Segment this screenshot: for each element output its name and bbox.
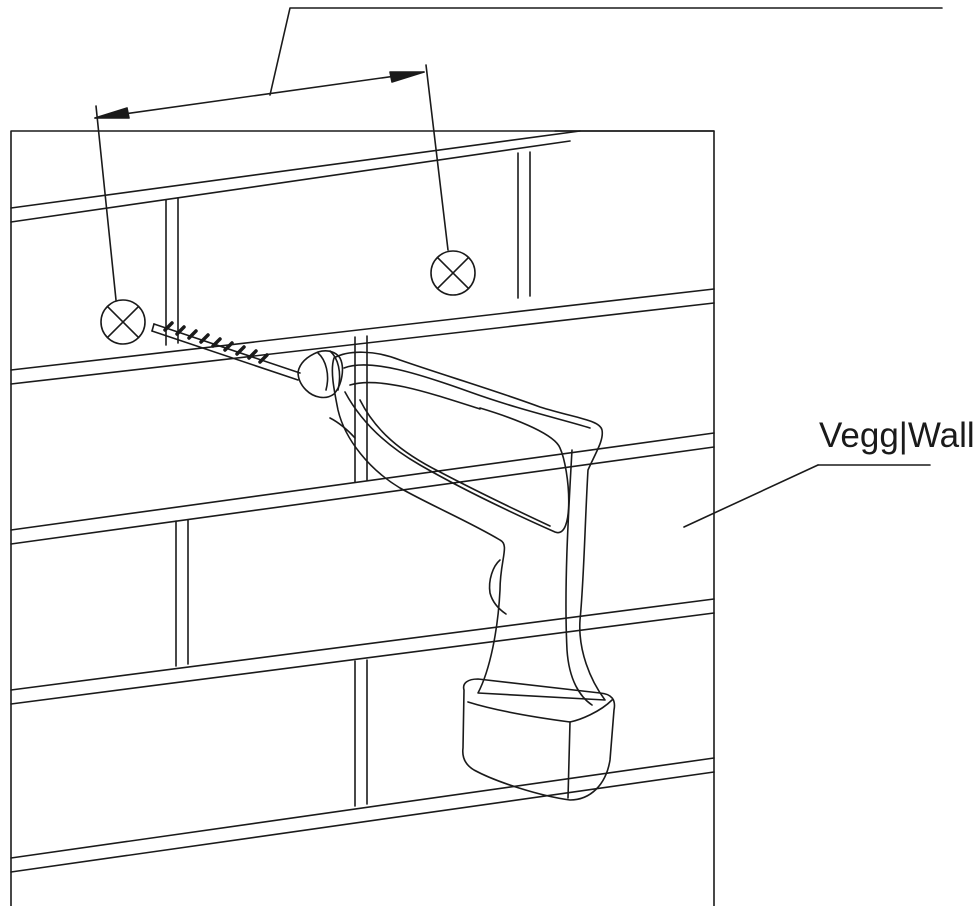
wall-label: Vegg|Wall (819, 416, 975, 455)
drill-bit (151, 321, 301, 381)
brick-courses (10, 130, 715, 873)
drill-point-marker-left (100, 299, 146, 345)
wall-label-leader (683, 464, 931, 528)
cordless-drill (297, 350, 616, 801)
drill-point-marker-right (430, 250, 476, 296)
brick-joints (165, 151, 531, 807)
wall-panel (10, 130, 715, 906)
dimension-line (94, 7, 943, 301)
